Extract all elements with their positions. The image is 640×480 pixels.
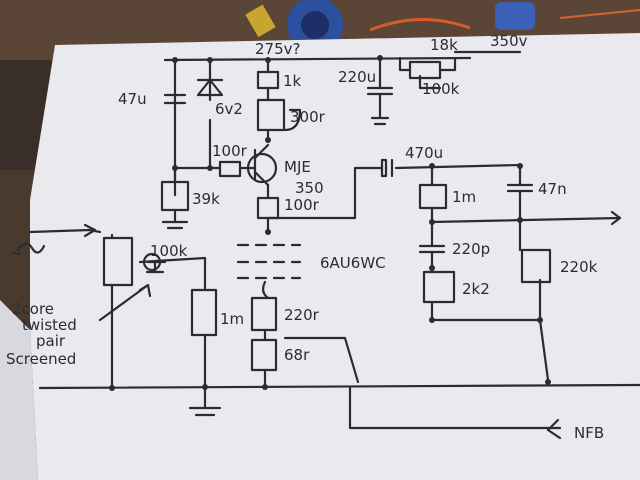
label-cable-2core: 2core: [12, 300, 54, 318]
label-res-220r: 220r: [284, 306, 320, 324]
label-res-1k: 1k: [283, 72, 302, 90]
label-cap-220p: 220p: [452, 240, 490, 258]
label-transistor-350: 350: [295, 179, 324, 197]
label-cap-220u: 220u: [338, 68, 376, 86]
label-pot-100k: 100k: [150, 242, 188, 260]
label-res-68r: 68r: [284, 346, 310, 364]
label-res-300r: 300r: [290, 108, 326, 126]
label-res-18k: 18k: [430, 36, 458, 54]
junction-dots: [109, 55, 551, 391]
label-signal-symbol: ~: [10, 244, 23, 262]
label-cap-47n: 47n: [538, 180, 567, 198]
label-cable-screened: Screened: [6, 350, 76, 368]
label-res-100r-base: 100r: [212, 142, 248, 160]
label-res-1m-left: 1m: [220, 310, 244, 328]
label-valve-6au6wc: 6AU6WC: [320, 254, 386, 272]
label-nfb: NFB: [574, 424, 604, 442]
label-res-1m-right: 1m: [452, 188, 476, 206]
label-cap-47u: 47u: [118, 90, 147, 108]
label-supply-275v: 275v?: [255, 40, 300, 58]
blue-component: [495, 2, 535, 30]
label-cap-470u: 470u: [405, 144, 443, 162]
label-supply-350v: 350v: [490, 32, 528, 50]
label-res-100r-emitter: 100r: [284, 196, 320, 214]
label-res-220k: 220k: [560, 258, 598, 276]
label-res-100k-top: 100k: [422, 80, 460, 98]
label-cable-pair: pair: [36, 332, 66, 350]
label-transistor-mje: MJE: [284, 158, 311, 176]
label-res-39k: 39k: [192, 190, 220, 208]
label-res-2k2: 2k2: [462, 280, 490, 298]
label-cable-twisted: twisted: [22, 316, 77, 334]
handwritten-labels: 275v? 350v 47u 6v2 1k 300r 220u 18k 100k…: [6, 32, 604, 442]
label-zener-6v2: 6v2: [215, 100, 243, 118]
paper-sheet: [30, 33, 640, 480]
schematic-components: [16, 60, 552, 372]
